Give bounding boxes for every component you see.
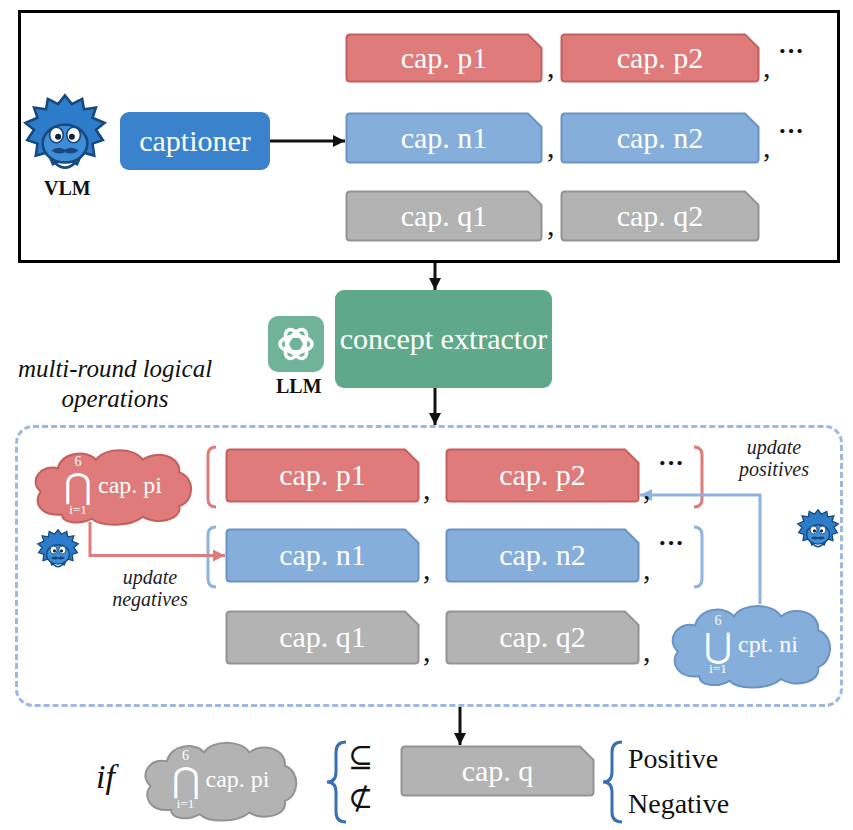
caption-box: cap. p1 [225, 448, 420, 503]
connector-arrow [90, 522, 225, 556]
formula-subscript: i=1 [177, 797, 194, 810]
formula-cloud: 6⋃i=1 cpt. ni [665, 598, 837, 690]
box-text: cap. n1 [401, 121, 488, 156]
caption-box: cap. n1 [225, 528, 420, 583]
formula-superscript: 6 [182, 749, 189, 763]
box-text: captioner [139, 124, 251, 159]
box-text: cap. n1 [279, 538, 366, 573]
result-label: Positive [628, 745, 718, 773]
box-text: cap. q1 [401, 199, 488, 234]
vlm-mascot [25, 95, 104, 167]
caption-box: cap. q1 [225, 610, 420, 665]
vlm-mascot [38, 530, 78, 567]
box-text: concept extractor [340, 322, 547, 357]
ellipsis: ··· [778, 118, 804, 144]
process-box: concept extractor [335, 290, 552, 388]
process-box: captioner [120, 112, 270, 170]
separator: , [643, 474, 651, 504]
separator: , [423, 636, 431, 666]
formula-operator: ⋂ [172, 763, 200, 797]
box-text: cap. n2 [617, 121, 704, 156]
formula-operator: ⋃ [704, 628, 732, 662]
connector-arrow [434, 388, 437, 425]
separator: , [763, 132, 771, 162]
llm-logo [268, 316, 324, 372]
not-subset-symbol: ⊄ [348, 783, 373, 813]
vlm-mascot [798, 510, 838, 547]
box-text: cap. p1 [401, 41, 488, 76]
model-label: LLM [276, 376, 322, 396]
separator: , [763, 52, 771, 82]
separator: , [547, 210, 555, 240]
caption-box: cap. q2 [445, 610, 640, 665]
ellipsis: ··· [658, 450, 684, 476]
separator: , [547, 52, 555, 82]
separator: , [423, 474, 431, 504]
ellipsis: ··· [658, 530, 684, 556]
formula-cloud: 6⋂i=1 cap. pi [28, 443, 198, 527]
region-heading: multi-round logical operations [0, 354, 230, 414]
caption-box: cap. n2 [445, 528, 640, 583]
outer-frame: captioner cap. p1 cap. p2 cap. n1 cap. n2 cap… [18, 10, 840, 263]
ellipsis: ··· [778, 38, 804, 64]
box-text: cap. n2 [499, 538, 586, 573]
formula-superscript: 6 [715, 614, 722, 628]
edge-label: update positives [722, 436, 826, 480]
box-text: cap. p2 [499, 458, 586, 493]
caption-box: cap. q [400, 745, 595, 797]
edge-label: update negatives [98, 566, 202, 610]
model-label: VLM [44, 178, 91, 198]
caption-box: cap. q1 [345, 190, 543, 242]
formula-cloud: 6⋂i=1 cap. pi [138, 735, 303, 823]
box-text: cap. q [462, 754, 534, 789]
separator: , [423, 554, 431, 584]
formula-text: cpt. ni [738, 631, 798, 658]
caption-box: cap. n1 [345, 112, 543, 164]
connector-arrow [459, 707, 462, 745]
box-text: cap. q2 [617, 199, 704, 234]
caption-box: cap. p2 [560, 33, 760, 83]
connector-arrow [640, 495, 760, 604]
box-text: cap. q1 [279, 620, 366, 655]
formula-text: cap. pi [98, 472, 162, 499]
formula-operator: ⋂ [64, 469, 92, 503]
connector-arrow [270, 140, 345, 143]
caption-box: cap. p1 [345, 33, 543, 83]
formula-subscript: i=1 [709, 662, 726, 675]
box-text: cap. p1 [279, 458, 366, 493]
bracket [208, 447, 702, 587]
separator: , [547, 132, 555, 162]
result-label: Negative [628, 790, 729, 818]
separator: , [643, 554, 651, 584]
formula-text: cap. pi [206, 766, 270, 793]
connector-arrow [434, 263, 437, 290]
brace [327, 742, 622, 822]
formula-subscript: i=1 [69, 503, 86, 516]
box-text: cap. q2 [499, 620, 586, 655]
condition-word: if [96, 760, 115, 794]
caption-box: cap. p2 [445, 448, 640, 503]
caption-box: cap. n2 [560, 112, 760, 164]
subset-symbol: ⊆ [348, 742, 373, 772]
box-text: cap. p2 [617, 41, 704, 76]
separator: , [643, 636, 651, 666]
caption-box: cap. q2 [560, 190, 760, 242]
formula-superscript: 6 [75, 455, 82, 469]
